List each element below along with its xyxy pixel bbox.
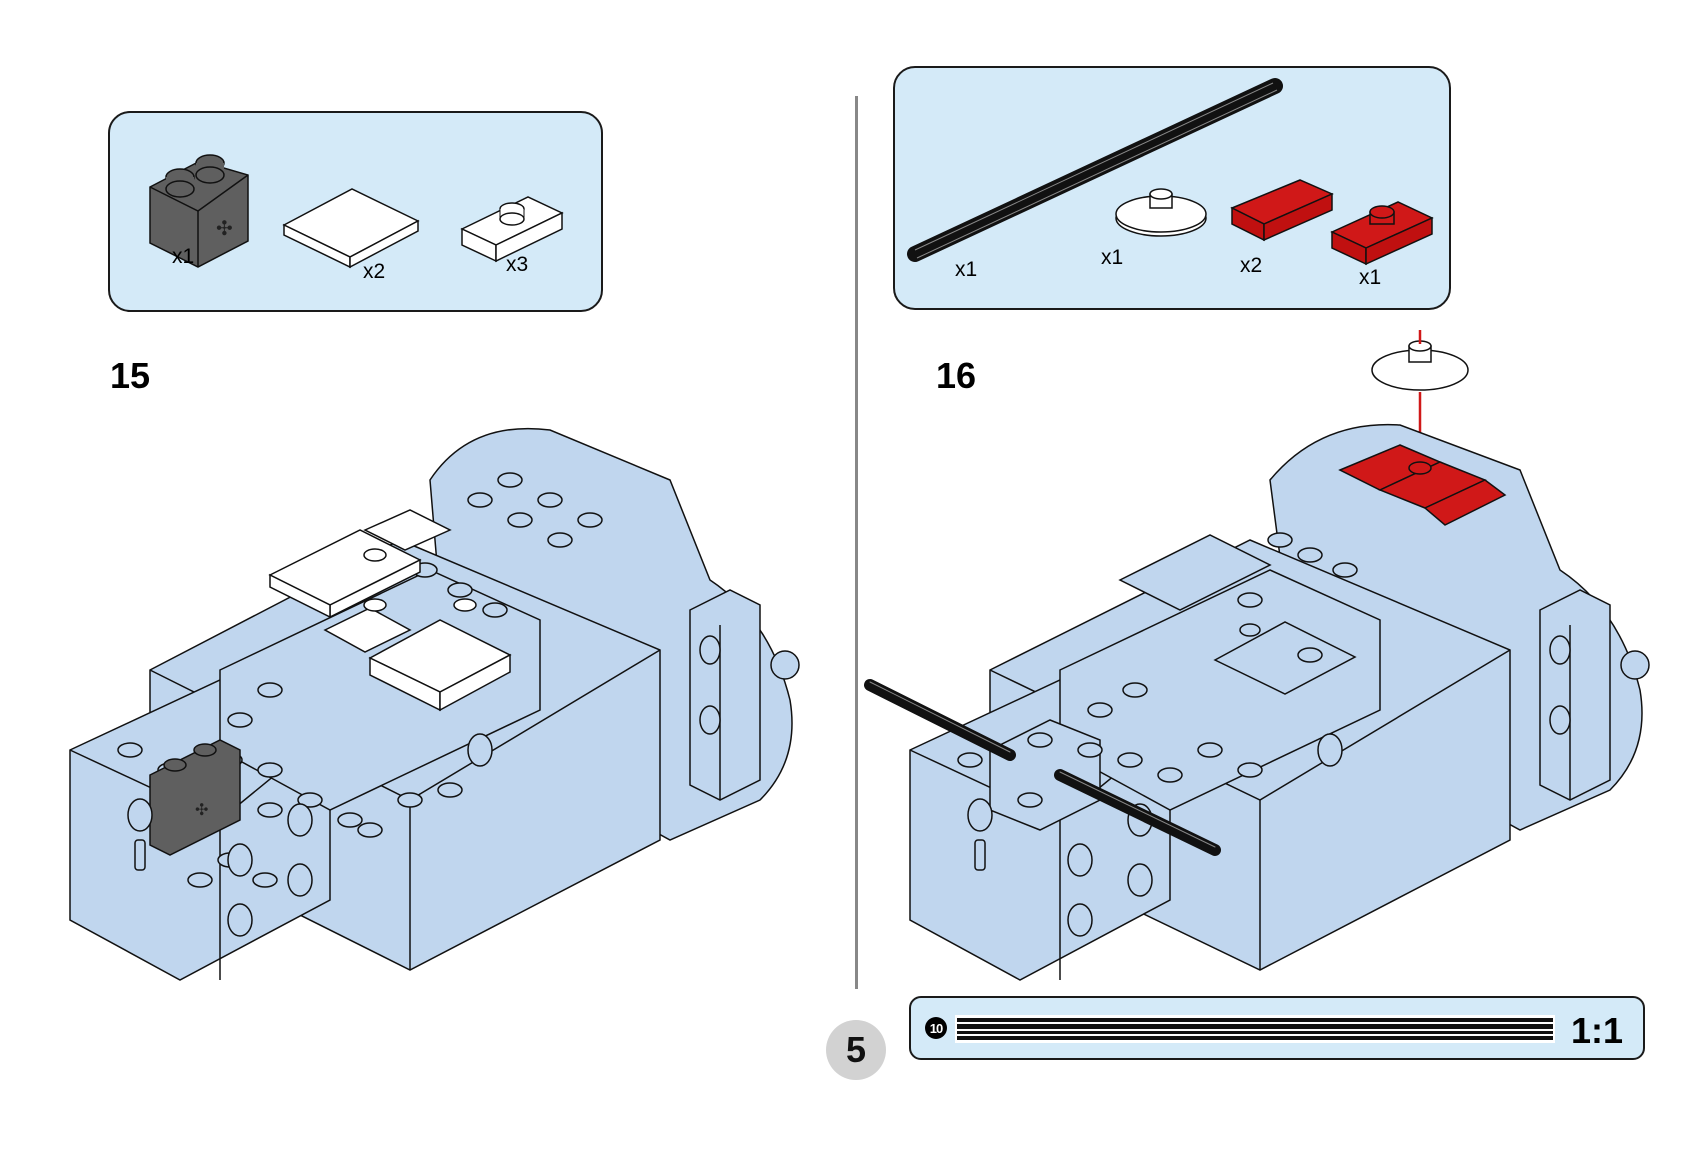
technic-brick-icon: ✣ [149, 154, 249, 268]
red-tile-icon [1230, 179, 1334, 242]
red-jumper-plate-icon [1330, 201, 1434, 266]
white-tile-2x2-icon [282, 188, 420, 269]
assembly-step-16 [864, 330, 1650, 981]
technic-axle-icon [907, 78, 1283, 262]
white-jumper-plate-icon [460, 196, 564, 263]
parts-list-step-15: ✣ x1 x2 x3 [108, 111, 603, 312]
dish-piece [1371, 340, 1469, 391]
assembly-step-15: ✣ [69, 427, 800, 981]
qty-label: x1 [1359, 266, 1382, 289]
svg-text:✣: ✣ [195, 802, 208, 819]
axle-length-badge: 10 [925, 1017, 947, 1039]
svg-text:✣: ✣ [216, 218, 233, 240]
step-number-15: 15 [110, 355, 151, 396]
axle-scale-drawing [955, 1015, 1555, 1043]
qty-label: x1 [955, 258, 978, 281]
page-number: 5 [826, 1020, 886, 1080]
red-tiles [1338, 444, 1507, 526]
axle-length-callout: 10 1:1 [909, 996, 1645, 1060]
scale-label: 1:1 [1570, 1010, 1623, 1051]
white-tiles [268, 509, 512, 712]
step-number-16: 16 [936, 355, 977, 396]
technic-axle [864, 679, 1221, 856]
axle-scale-icon [957, 1018, 1553, 1040]
step-divider [855, 96, 858, 989]
qty-label: x1 [1101, 246, 1124, 269]
parts-list-step-16: x1 x1 x2 x1 [893, 66, 1451, 310]
round-dish-icon [1115, 188, 1207, 237]
qty-label: x1 [172, 245, 195, 268]
qty-label: x2 [363, 260, 386, 283]
qty-label: x2 [1240, 254, 1263, 277]
dark-technic-brick: ✣ [149, 739, 241, 856]
qty-label: x3 [506, 253, 529, 276]
